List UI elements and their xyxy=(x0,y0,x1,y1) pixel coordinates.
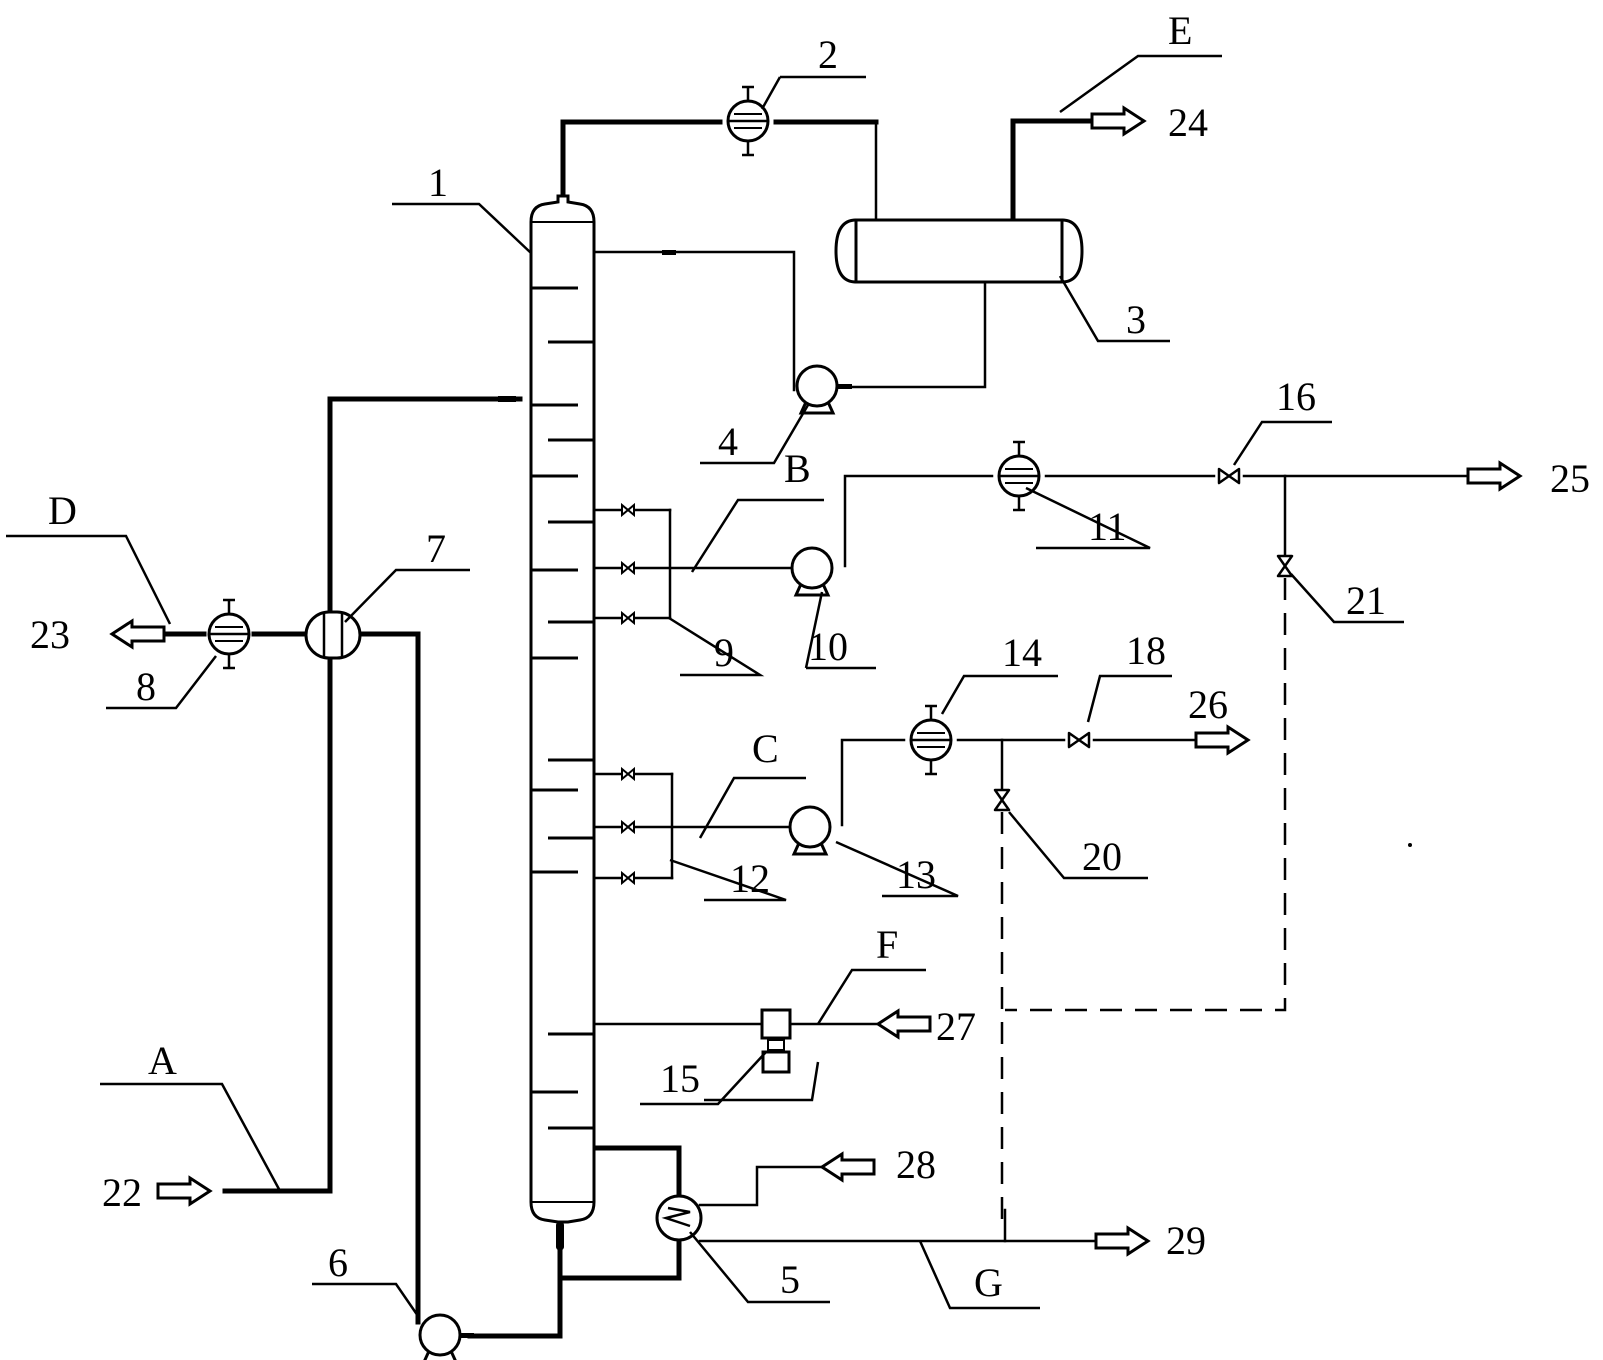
arrow-29 xyxy=(1094,1226,1150,1256)
label-18: 18 xyxy=(1126,628,1166,673)
label-9: 9 xyxy=(714,630,734,675)
label-21: 21 xyxy=(1346,578,1386,623)
reflux-pump xyxy=(795,364,839,415)
valve-16 xyxy=(1217,467,1241,485)
valve-20 xyxy=(993,788,1011,812)
valve-18 xyxy=(1067,731,1091,749)
arrow-28 xyxy=(820,1152,876,1182)
label-4: 4 xyxy=(718,419,738,464)
stream-number-29: 29 xyxy=(1166,1218,1206,1263)
stream-label-a: A xyxy=(148,1038,177,1083)
label-8: 8 xyxy=(136,664,156,709)
side-draw-c-pump xyxy=(788,805,832,856)
distillation-column xyxy=(529,194,596,1250)
label-11: 11 xyxy=(1088,504,1127,549)
label-6: 6 xyxy=(328,1240,348,1285)
stream-number-27: 27 xyxy=(936,1004,976,1049)
stream-number-23: 23 xyxy=(30,612,70,657)
label-3: 3 xyxy=(1126,297,1146,342)
manifold-12-valves xyxy=(621,768,635,884)
arrow-22 xyxy=(156,1176,212,1206)
arrow-25 xyxy=(1466,461,1522,491)
dashed-recycle-lines xyxy=(1000,578,1287,1228)
arrow-23 xyxy=(110,619,166,649)
stream-number-26: 26 xyxy=(1188,682,1228,727)
bottoms-pump xyxy=(418,1313,462,1360)
arrow-24 xyxy=(1090,106,1146,136)
label-15: 15 xyxy=(660,1056,700,1101)
label-14: 14 xyxy=(1002,630,1042,675)
label-20: 20 xyxy=(1082,834,1122,879)
reboiler xyxy=(655,1194,703,1242)
side-draw-b-pump xyxy=(790,546,834,597)
manifold-9-valves xyxy=(621,504,635,624)
stream-number-25: 25 xyxy=(1550,456,1590,501)
label-7: 7 xyxy=(426,526,446,571)
stream-number-24: 24 xyxy=(1168,100,1208,145)
label-12: 12 xyxy=(730,856,770,901)
stream-label-e: E xyxy=(1168,8,1192,53)
pipe-network xyxy=(163,118,1470,1339)
stray-dot xyxy=(1408,843,1412,847)
valve-21 xyxy=(1276,554,1294,578)
arrow-26 xyxy=(1194,725,1250,755)
leader-lines xyxy=(6,54,1404,1317)
stream-label-g: G xyxy=(974,1260,1003,1305)
stream-label-d: D xyxy=(48,488,77,533)
stream-label-c: C xyxy=(752,726,779,771)
side-draw-b-cooler xyxy=(997,440,1041,512)
injection-unit xyxy=(760,1008,792,1074)
stream-number-22: 22 xyxy=(102,1170,142,1215)
feed-bottoms-exchanger xyxy=(304,610,362,660)
arrow-27 xyxy=(876,1009,932,1039)
labels: 1 2 3 4 5 6 7 8 9 10 11 12 13 14 15 16 1… xyxy=(30,8,1590,1305)
side-draw-c-cooler xyxy=(909,704,953,776)
label-13: 13 xyxy=(896,852,936,897)
label-2: 2 xyxy=(818,32,838,77)
stream-label-b: B xyxy=(784,446,811,491)
overhead-condenser xyxy=(726,85,770,157)
label-5: 5 xyxy=(780,1257,800,1302)
label-1: 1 xyxy=(428,160,448,205)
reflux-drum xyxy=(834,218,1084,284)
stream-label-f: F xyxy=(876,922,898,967)
label-16: 16 xyxy=(1276,374,1316,419)
stream-number-28: 28 xyxy=(896,1142,936,1187)
label-10: 10 xyxy=(808,624,848,669)
